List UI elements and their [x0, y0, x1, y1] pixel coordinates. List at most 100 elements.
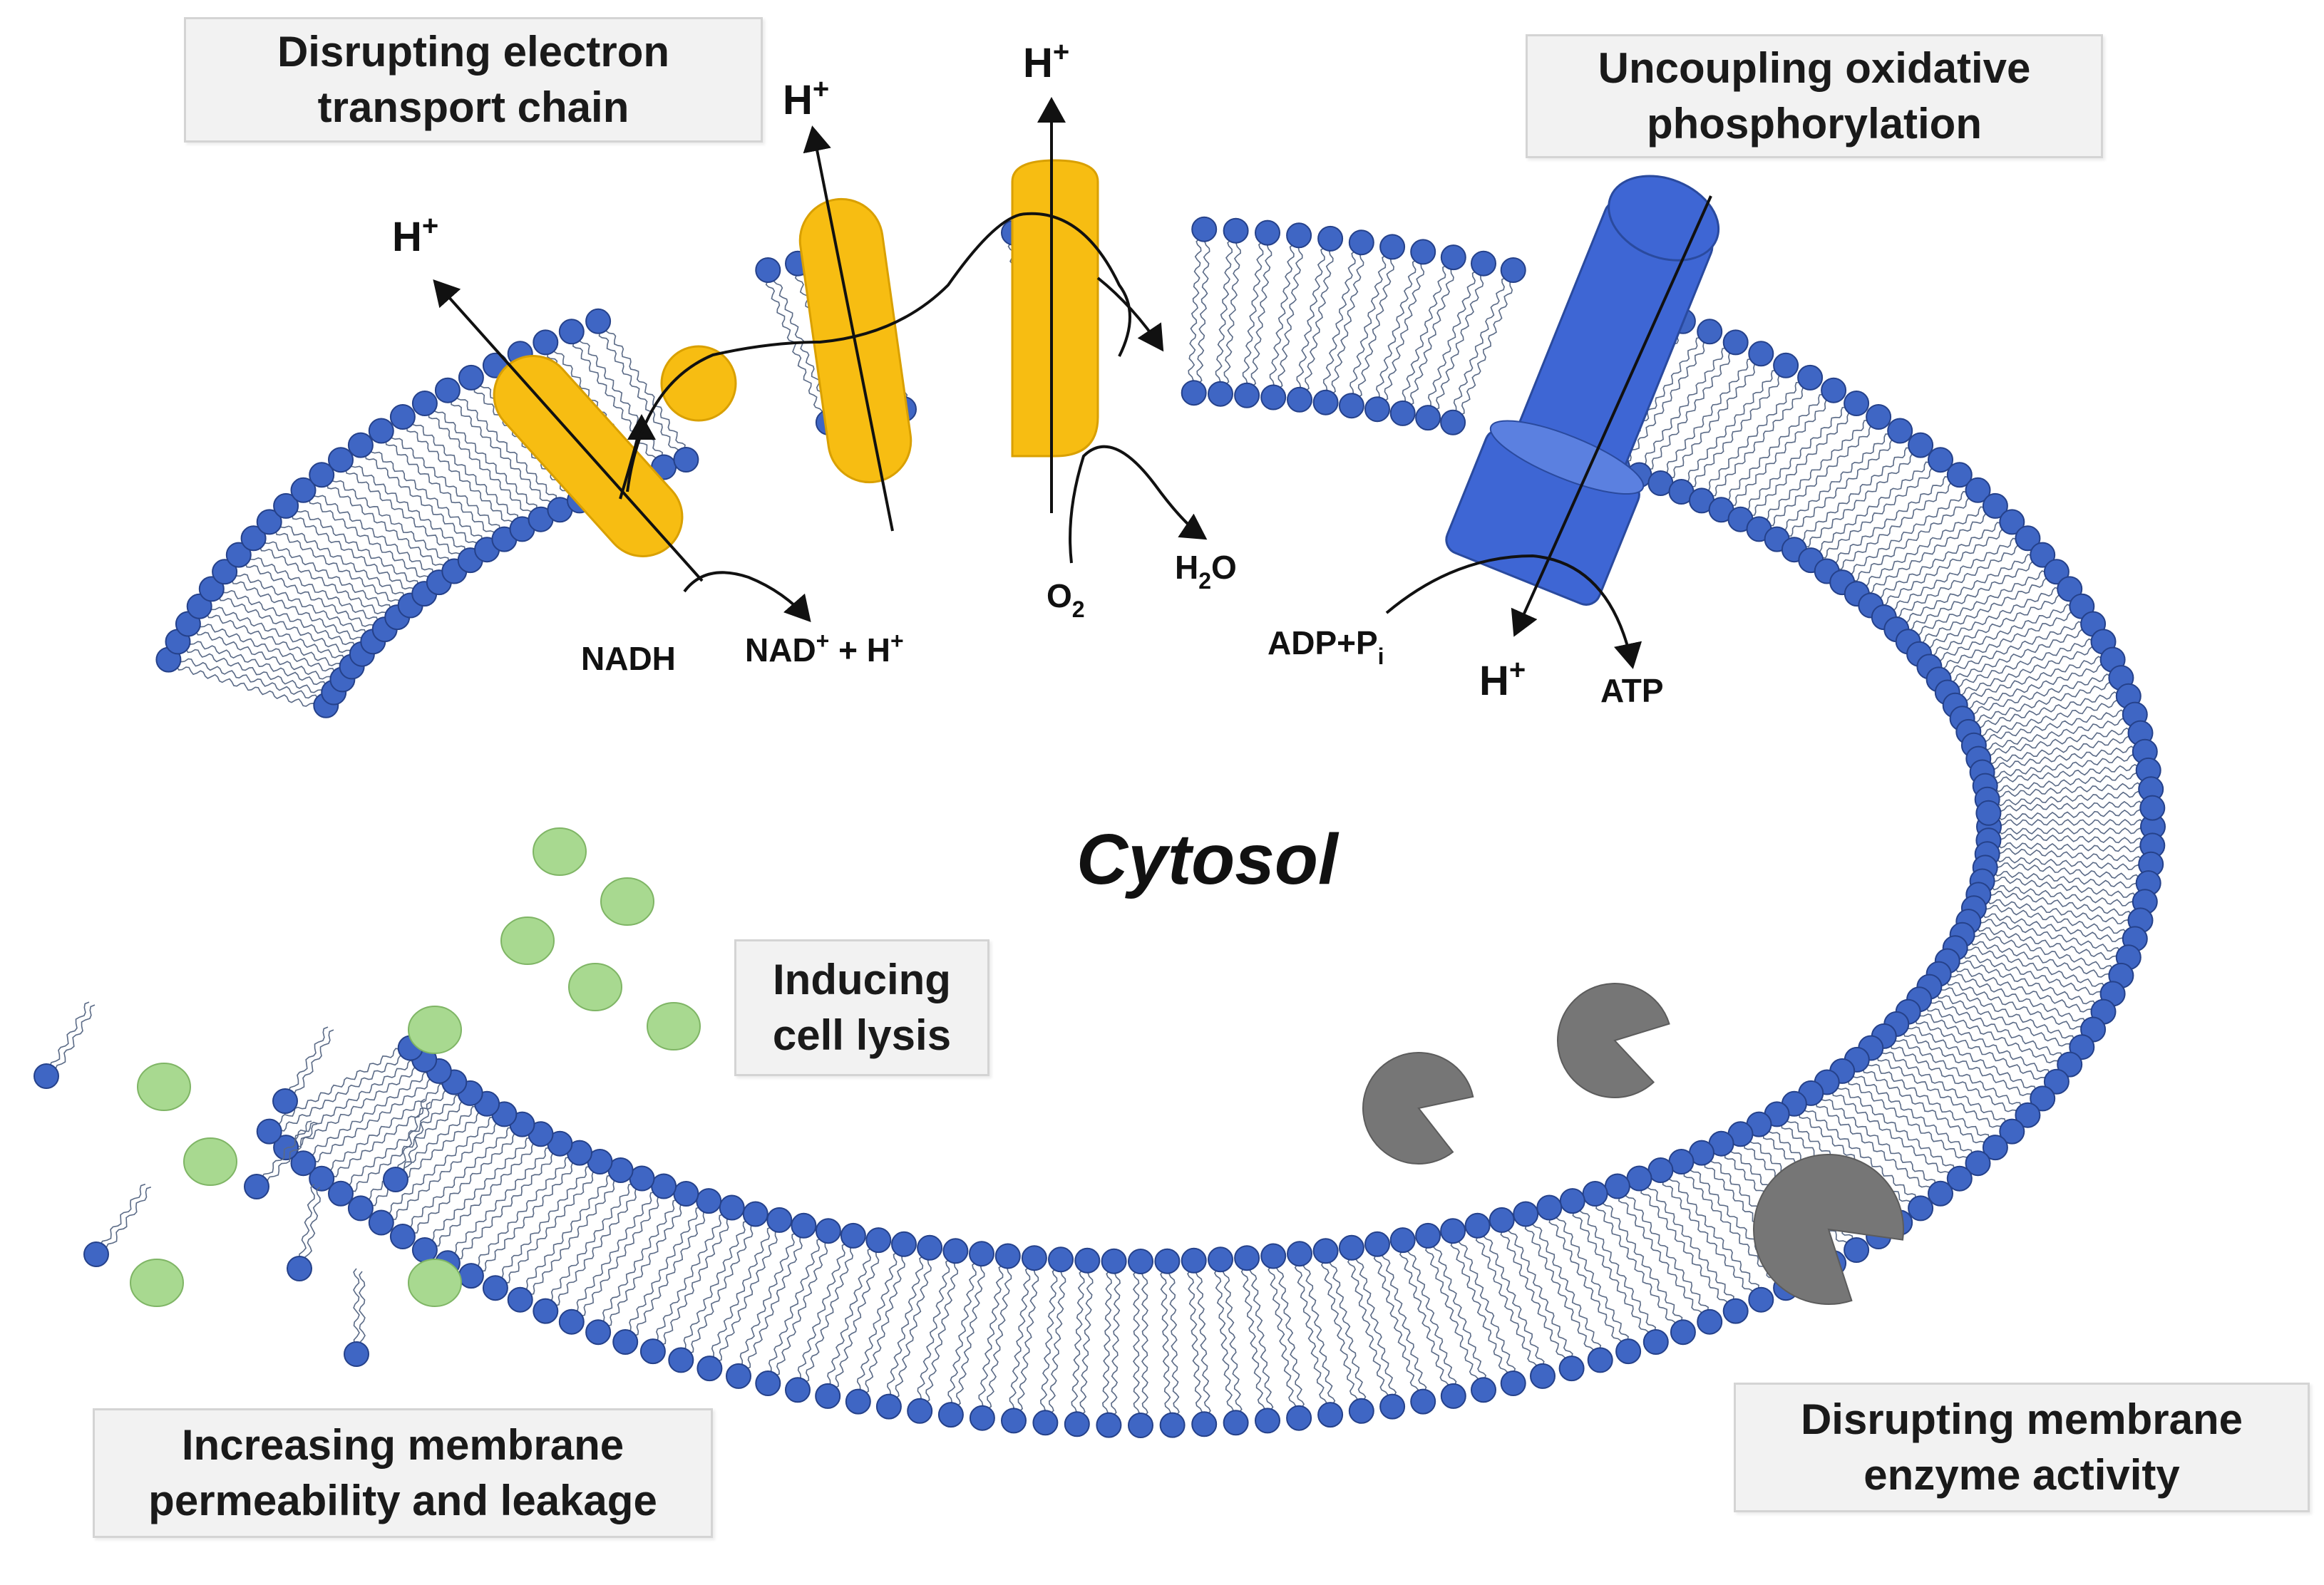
- lipid-tail: [336, 567, 401, 604]
- lipid-tail: [1684, 425, 1731, 482]
- lipid-tail: [1903, 587, 1968, 623]
- lipid-head: [785, 1377, 811, 1403]
- lipid-head: [937, 1402, 964, 1428]
- lipid-tail: [1978, 919, 2050, 936]
- lipid-tail: [352, 553, 415, 593]
- lipid-tail: [314, 1119, 374, 1163]
- lipid-head: [1096, 1412, 1122, 1438]
- atp-arrows: [1385, 195, 1712, 669]
- loose-lipid-tail: [256, 1120, 312, 1187]
- lipid-tail: [385, 1083, 444, 1128]
- lipid-tail: [2069, 852, 2142, 862]
- lipid-head: [1287, 386, 1312, 413]
- lipid-head: [1208, 381, 1233, 407]
- lipid-head: [1064, 1411, 1090, 1437]
- lipid-head: [309, 462, 335, 488]
- lipid-tail: [1296, 318, 1312, 390]
- lipid-tail: [1907, 490, 1968, 535]
- lipid-tail: [1946, 645, 2015, 675]
- lipid-tail: [1984, 731, 2056, 750]
- lipid-tail: [834, 1318, 858, 1389]
- lipid-head: [1536, 1194, 1563, 1221]
- callout-permeability: Increasing membrane permeability and lea…: [93, 1408, 713, 1538]
- lipid-tail: [1287, 1336, 1305, 1408]
- lipid-tail: [322, 581, 387, 616]
- lipid-tail: [1662, 1180, 1709, 1238]
- lipid-head: [2139, 795, 2166, 821]
- lipid-tail: [2026, 981, 2096, 1005]
- electron-path-1: [619, 414, 656, 500]
- lipid-tail: [420, 500, 478, 547]
- oxygen-label: O2: [1047, 577, 1085, 622]
- lipid-tail: [1987, 738, 2060, 756]
- lipid-tail: [1329, 1259, 1351, 1331]
- lipid-tail: [413, 1182, 466, 1234]
- lipid-head: [1844, 1237, 1870, 1263]
- lipid-tail: [2047, 691, 2119, 713]
- lipid-tail: [1993, 587, 2060, 620]
- lipid-tail: [1337, 1331, 1358, 1403]
- lipid-tail: [1936, 630, 2005, 661]
- lipid-tail: [876, 1251, 898, 1323]
- lipid-tail: [1750, 463, 1802, 516]
- lipid-tail: [1866, 1060, 1929, 1100]
- lipid-tail: [1769, 475, 1822, 527]
- lipid-tail: [1018, 1266, 1031, 1340]
- lipid-tail: [341, 559, 405, 597]
- lipid-tail: [1781, 481, 1836, 530]
- cytosol-label: Cytosol: [1076, 820, 1340, 899]
- lipid-tail: [331, 1132, 391, 1177]
- lipid-tail: [434, 1194, 486, 1247]
- lipid-tail: [1906, 1024, 1973, 1058]
- loose-lipid-tail: [395, 1098, 426, 1180]
- lipid-head: [533, 1298, 559, 1324]
- lipid-head: [1489, 1207, 1515, 1233]
- lipid-head: [411, 1237, 438, 1263]
- lipid-tail: [273, 640, 342, 668]
- lipid-tail: [2017, 629, 2086, 659]
- lipid-tail: [1991, 754, 2064, 770]
- lipid-tail: [1196, 311, 1206, 384]
- lipid-tail: [1963, 676, 2033, 701]
- proton-label-4: H+: [1479, 654, 1526, 704]
- lipid-tail: [573, 1179, 619, 1239]
- lipid-tail: [1215, 311, 1226, 384]
- lipid-tail: [195, 631, 264, 656]
- lipid-tail: [573, 1251, 615, 1312]
- lipid-tail: [391, 434, 446, 482]
- lipid-tail: [1690, 1166, 1738, 1222]
- lipid-tail: [2070, 844, 2143, 852]
- lipid-tail: [941, 1261, 959, 1333]
- lipid-head: [917, 1234, 943, 1261]
- lipid-tail: [296, 507, 359, 547]
- lipid-head: [815, 1218, 841, 1244]
- lipid-tail: [1407, 1248, 1435, 1318]
- lipid-tail: [1500, 1230, 1535, 1296]
- lipid-tail: [1821, 426, 1875, 477]
- lipid-head: [1530, 1363, 1556, 1389]
- lipid-tail: [829, 1246, 855, 1315]
- lipid-tail: [1399, 1250, 1426, 1320]
- lipid-head: [347, 432, 374, 458]
- lipid-head: [1722, 329, 1749, 356]
- lipid-tail: [1188, 310, 1198, 383]
- lipid-tail: [1305, 319, 1320, 392]
- lipid-tail: [1997, 811, 2072, 821]
- lipid-tail: [600, 1260, 639, 1323]
- lipid-tail: [917, 1329, 935, 1401]
- lipid-tail: [1171, 1342, 1180, 1416]
- lipid-tail: [1384, 331, 1405, 402]
- lipid-tail: [1737, 375, 1784, 432]
- callout-etc-text: Disrupting electron transport chain: [277, 28, 670, 131]
- svg-text:H+: H+: [1023, 36, 1069, 86]
- lipid-tail: [721, 1224, 756, 1290]
- lipid-tail: [1912, 497, 1973, 542]
- lipid-tail: [1133, 1271, 1140, 1344]
- lipid-tail: [1890, 1044, 1955, 1080]
- lipid-tail: [2067, 869, 2140, 880]
- lipid-tail: [2023, 638, 2093, 666]
- lipid-tail: [406, 1177, 460, 1227]
- lipid-tail: [327, 1125, 386, 1171]
- lipid-tail: [2067, 772, 2139, 786]
- lipid-tail: [1222, 239, 1233, 313]
